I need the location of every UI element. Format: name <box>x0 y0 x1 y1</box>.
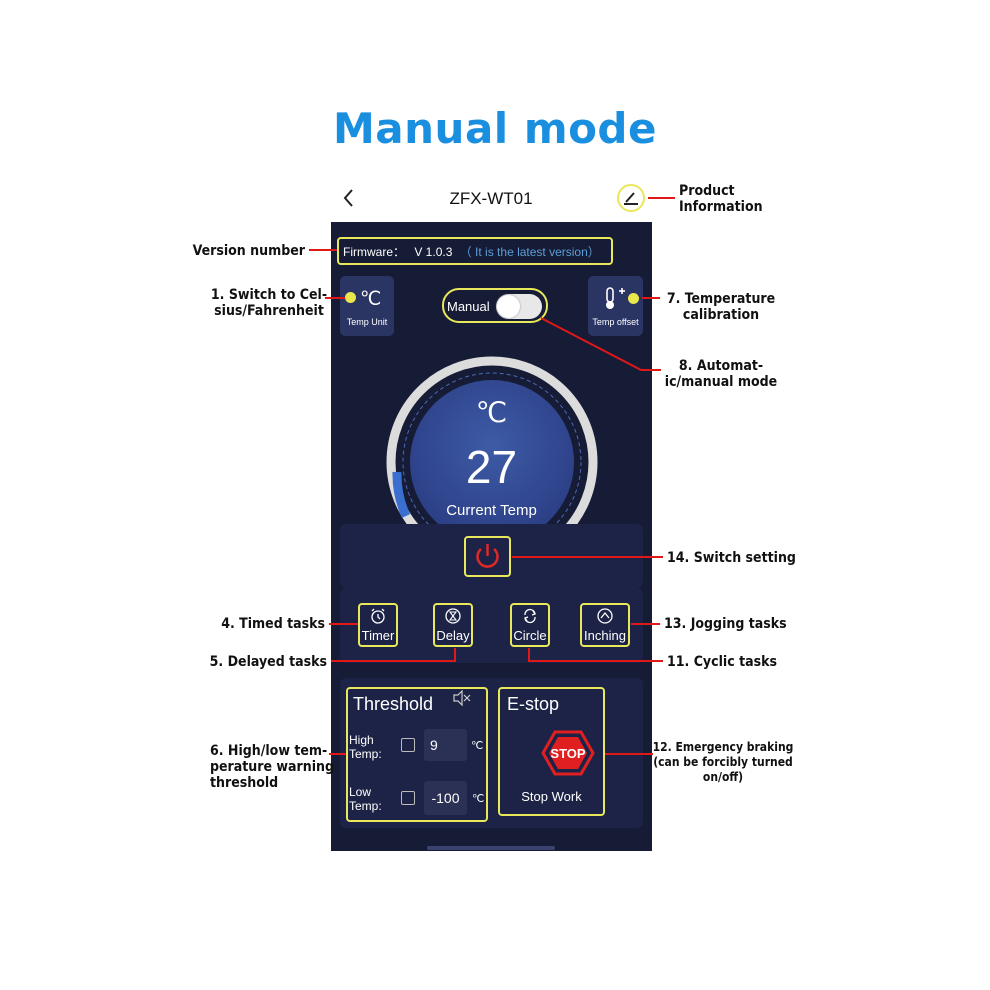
annotation-switch-unit: 1. Switch to Cel- sius/Fahrenheit <box>210 287 328 319</box>
firmware-version: V 1.0.3 <box>414 245 453 259</box>
gauge-unit: ℃ <box>475 397 508 428</box>
annotation-switch-setting: 14. Switch setting <box>667 550 796 566</box>
estop-panel[interactable] <box>498 687 605 816</box>
low-temp-unit: ℃ <box>472 793 485 805</box>
high-temp-unit: ℃ <box>471 740 484 752</box>
highlight-dot <box>628 293 639 304</box>
annotation-version-number: Version number <box>192 243 305 259</box>
temp-unit-button[interactable]: ℃ Temp Unit <box>340 276 394 336</box>
timer-label: Timer <box>361 628 395 643</box>
toggle-knob <box>497 295 520 318</box>
highlight-dot <box>345 292 356 303</box>
current-temp-value: 27 <box>465 441 518 493</box>
mode-toggle-label: Manual <box>447 299 490 314</box>
annotation-product-info: Product Information <box>679 183 763 215</box>
page-title: Manual mode <box>333 104 657 153</box>
thermometer-plus-icon <box>606 287 625 309</box>
temperature-gauge <box>386 356 598 524</box>
low-temp-label: Low Temp: <box>349 785 382 813</box>
product-info-button[interactable] <box>617 184 645 212</box>
threshold-title: Threshold <box>353 694 434 714</box>
alarm-clock-icon <box>371 608 385 624</box>
temp-unit-label: Temp Unit <box>346 317 388 327</box>
stop-sign-text: STOP <box>550 746 586 761</box>
power-button[interactable] <box>464 536 511 577</box>
delay-button[interactable]: Delay <box>433 603 473 647</box>
current-temp-label: Current Temp <box>446 502 537 519</box>
circle-button[interactable]: Circle <box>510 603 550 647</box>
mode-toggle-highlight <box>442 288 548 323</box>
annotation-temp-calibration: 7. Temperature calibration <box>666 291 776 323</box>
mode-toggle[interactable] <box>496 294 542 319</box>
delay-label: Delay <box>436 628 470 643</box>
annotation-timed-tasks: 4. Timed tasks <box>221 616 325 632</box>
threshold-panel <box>346 687 488 822</box>
low-temp-checkbox[interactable] <box>401 791 415 805</box>
inching-button[interactable]: Inching <box>580 603 630 647</box>
mute-icon[interactable] <box>452 690 472 706</box>
home-indicator <box>427 846 555 850</box>
annotation-threshold: 6. High/low tem- perature warning thresh… <box>210 743 335 791</box>
annotation-auto-manual: 8. Automat- ic/manual mode <box>664 358 778 390</box>
inching-label: Inching <box>584 628 626 643</box>
high-temp-checkbox[interactable] <box>401 738 415 752</box>
annotation-delayed-tasks: 5. Delayed tasks <box>209 654 327 670</box>
high-temp-input[interactable]: 9 <box>424 729 467 761</box>
stop-sign-icon <box>541 730 595 776</box>
circle-label: Circle <box>513 628 547 643</box>
device-name: ZFX-WT01 <box>449 189 533 208</box>
estop-title: E-stop <box>507 694 560 714</box>
temp-offset-button[interactable]: Temp offset <box>588 276 643 336</box>
app-screen: Firmware： V 1.0.3 （ It is the latest ver… <box>331 222 652 851</box>
power-icon <box>476 544 499 568</box>
timer-button[interactable]: Timer <box>358 603 398 647</box>
firmware-label: Firmware： <box>343 245 405 259</box>
low-temp-input[interactable]: -100 <box>424 781 467 815</box>
annotation-cyclic-tasks: 11. Cyclic tasks <box>667 654 777 670</box>
firmware-status: （ It is the latest version） <box>459 245 600 259</box>
high-temp-label: High Temp: <box>349 733 382 761</box>
stop-work-label: Stop Work <box>521 789 582 804</box>
hourglass-icon <box>445 608 461 624</box>
inching-icon <box>597 608 613 624</box>
temp-unit-symbol: ℃ <box>360 289 382 310</box>
cycle-icon <box>524 608 536 624</box>
chevron-left-icon <box>343 189 353 207</box>
annotation-jogging-tasks: 13. Jogging tasks <box>664 616 787 632</box>
temp-offset-label: Temp offset <box>592 317 639 327</box>
back-button[interactable] <box>340 186 360 210</box>
edit-icon <box>624 192 638 205</box>
firmware-row <box>337 237 613 265</box>
annotation-emergency: 12. Emergency braking (can be forcibly t… <box>652 740 794 784</box>
